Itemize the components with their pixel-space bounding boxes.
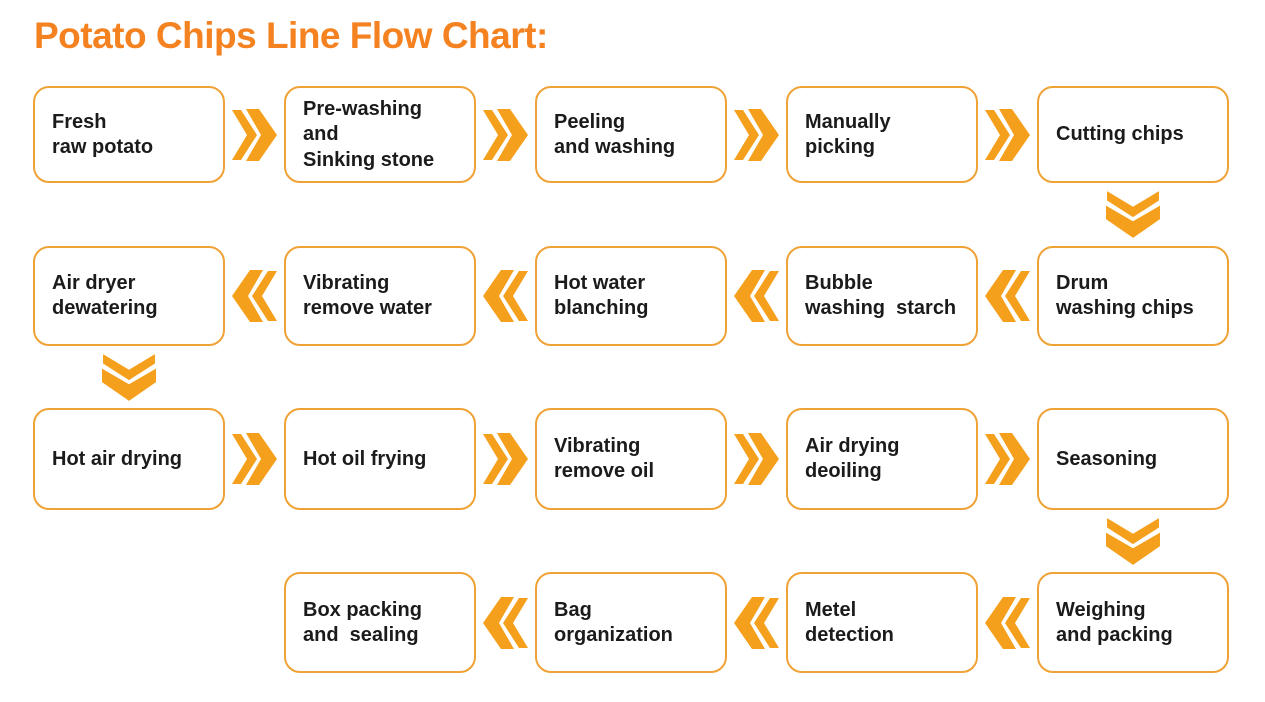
arrow-right-icon	[225, 408, 284, 510]
arrow-right-icon	[727, 86, 786, 183]
flow-step-label: Bubble washing starch	[805, 272, 957, 320]
flow-step-metel-detection: Metel detection	[786, 572, 978, 674]
flow-step-label: Metel detection	[805, 598, 894, 646]
arrow-down-icon	[1037, 183, 1229, 246]
arrow-left-icon	[978, 572, 1037, 673]
flow-step-label: Manually picking	[805, 110, 891, 158]
flow-step-label: Seasoning	[1056, 447, 1158, 470]
flow-step-label: Hot oil frying	[303, 447, 427, 470]
flow-step-label: Peeling and washing	[554, 110, 676, 158]
arrow-right-icon	[476, 408, 535, 510]
flow-step-cutting-chips: Cutting chips	[1037, 86, 1229, 184]
arrow-right-icon	[476, 86, 535, 183]
flow-step-vibrating-remove-oil: Vibrating remove oil	[535, 408, 727, 511]
flow-step-peeling-and-washing: Peeling and washing	[535, 86, 727, 184]
flow-step-vibrating-remove-water: Vibrating remove water	[284, 246, 476, 347]
arrow-left-icon	[727, 572, 786, 673]
flow-step-label: Box packing and sealing	[303, 598, 422, 646]
flow-step-label: Drum washing chips	[1056, 272, 1194, 320]
arrow-right-icon	[727, 408, 786, 510]
flow-chart: Fresh raw potato Pre-washing and Sinking…	[33, 86, 1229, 674]
arrow-right-icon	[225, 86, 284, 183]
flow-step-label: Cutting chips	[1056, 123, 1184, 146]
flow-step-label: Vibrating remove oil	[554, 435, 655, 483]
arrow-left-icon	[727, 246, 786, 346]
flow-step-fresh-raw-potato: Fresh raw potato	[33, 86, 225, 184]
flow-step-label: Weighing and packing	[1056, 598, 1173, 646]
arrow-down-icon	[33, 346, 225, 408]
flow-step-label: Hot air drying	[52, 447, 183, 470]
flow-step-hot-air-drying: Hot air drying	[33, 408, 225, 511]
flow-step-hot-oil-frying: Hot oil frying	[284, 408, 476, 511]
arrow-down-icon	[1037, 510, 1229, 572]
flow-step-manually-picking: Manually picking	[786, 86, 978, 184]
page-title: Potato Chips Line Flow Chart:	[34, 15, 548, 56]
flow-step-drum-washing-chips: Drum washing chips	[1037, 246, 1229, 347]
flow-step-label: Bag organization	[554, 598, 673, 646]
flow-step-air-dryer-dewatering: Air dryer dewatering	[33, 246, 225, 347]
arrow-left-icon	[225, 246, 284, 346]
arrow-left-icon	[978, 246, 1037, 346]
flow-step-hot-water-blanching: Hot water blanching	[535, 246, 727, 347]
flow-step-seasoning: Seasoning	[1037, 408, 1229, 511]
flow-step-label: Hot water blanching	[554, 272, 649, 320]
flow-step-pre-washing-sinking-stone: Pre-washing and Sinking stone	[284, 86, 476, 184]
flow-step-label: Fresh raw potato	[52, 110, 154, 158]
flow-step-box-packing-and-sealing: Box packing and sealing	[284, 572, 476, 674]
flow-step-air-drying-deoiling: Air drying deoiling	[786, 408, 978, 511]
flow-step-label: Air dryer dewatering	[52, 272, 158, 320]
arrow-left-icon	[476, 246, 535, 346]
arrow-left-icon	[476, 572, 535, 673]
flow-step-bubble-washing-starch: Bubble washing starch	[786, 246, 978, 347]
flow-step-label: Pre-washing and Sinking stone	[303, 97, 435, 171]
arrow-right-icon	[978, 86, 1037, 183]
flow-step-bag-organization: Bag organization	[535, 572, 727, 674]
arrow-right-icon	[978, 408, 1037, 510]
flow-step-weighing-and-packing: Weighing and packing	[1037, 572, 1229, 674]
flow-step-label: Vibrating remove water	[303, 272, 432, 320]
flow-step-label: Air drying deoiling	[805, 435, 900, 483]
